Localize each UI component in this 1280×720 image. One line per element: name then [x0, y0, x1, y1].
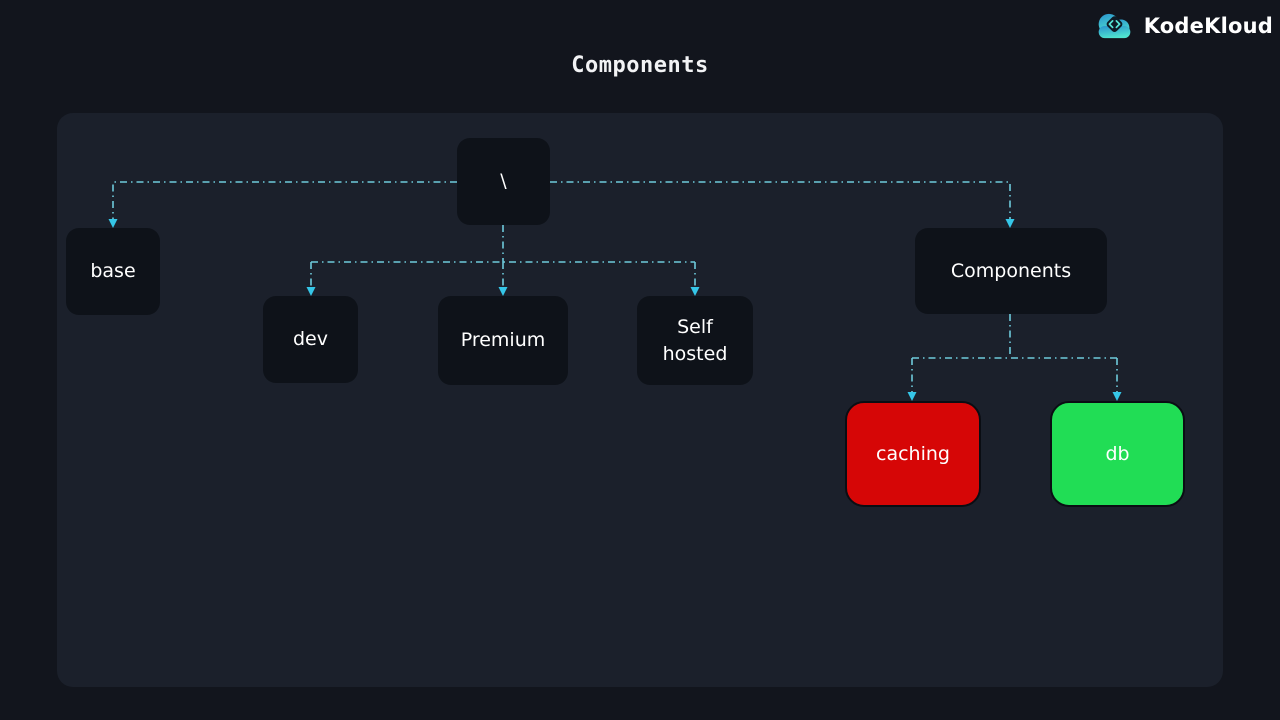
- node-label: Self hosted: [662, 315, 728, 365]
- kodekloud-cloud-icon: [1094, 9, 1135, 43]
- node-label: \: [500, 170, 507, 193]
- node-label: dev: [293, 328, 328, 351]
- node-caching: caching: [845, 401, 981, 507]
- node-dev: dev: [263, 296, 358, 383]
- node-self-hosted: Self hosted: [637, 296, 753, 385]
- node-label: Components: [950, 259, 1072, 282]
- node-components: Components: [915, 228, 1107, 314]
- kodekloud-logo-text: KodeKloud: [1143, 14, 1273, 38]
- kodekloud-logo: KodeKloud: [1094, 9, 1273, 43]
- node-db: db: [1050, 401, 1185, 507]
- node-base: base: [66, 228, 160, 315]
- node-premium: Premium: [438, 296, 568, 385]
- page-title: Components: [571, 53, 709, 78]
- node-root: \: [457, 138, 550, 225]
- node-label: Premium: [460, 329, 546, 352]
- node-label: base: [90, 260, 136, 283]
- node-label: db: [1105, 442, 1130, 465]
- content-panel: [57, 113, 1223, 687]
- node-label: caching: [876, 442, 950, 465]
